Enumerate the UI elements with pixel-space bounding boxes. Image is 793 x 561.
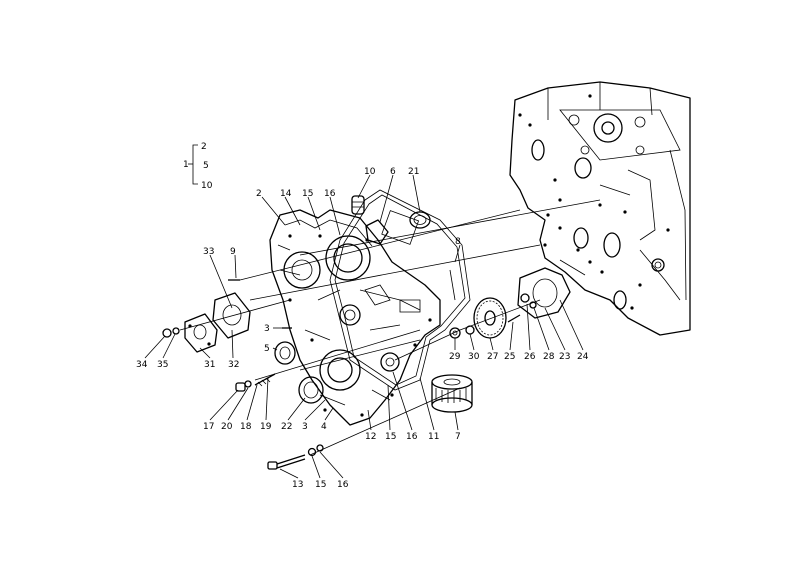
callout-label: 14 xyxy=(280,189,292,199)
callout-label: 16 xyxy=(324,189,336,199)
callout-label: 15 xyxy=(302,189,313,199)
callout-labels: 1 2 5 10 2 14 15 16 10 6 21 9 33 3 5 34 … xyxy=(136,142,589,490)
group-callout-item: 10 xyxy=(201,181,213,191)
callout-label: 23 xyxy=(559,352,570,362)
callout-label: 12 xyxy=(365,432,376,442)
assembly-lines xyxy=(179,199,601,456)
callout-label: 19 xyxy=(260,422,272,432)
callout-label: 11 xyxy=(428,432,439,442)
callout-label: 25 xyxy=(504,352,515,362)
oil-filter xyxy=(431,374,473,413)
callout-label: 34 xyxy=(136,360,148,370)
callout-label: 20 xyxy=(221,422,233,432)
callout-label: 17 xyxy=(203,422,214,432)
callout-label: 24 xyxy=(577,352,589,362)
block-bolt-holes xyxy=(518,94,670,310)
gasket xyxy=(329,189,471,391)
gear xyxy=(449,297,507,339)
callout-label: 8 xyxy=(455,237,461,247)
callout-label: 35 xyxy=(157,360,168,370)
timing-cover xyxy=(269,209,441,426)
group-bracket xyxy=(188,144,198,185)
leader-lines xyxy=(144,174,584,479)
callout-label: 10 xyxy=(364,167,376,177)
callout-label: 27 xyxy=(487,352,498,362)
callout-label: 15 xyxy=(315,480,326,490)
long-bolt xyxy=(267,444,324,470)
callout-label: 6 xyxy=(390,167,396,177)
callout-label: 9 xyxy=(230,247,236,257)
callout-label: 3 xyxy=(264,324,270,334)
callout-label: 30 xyxy=(468,352,480,362)
group-callout-item: 2 xyxy=(201,142,207,152)
group-callout-item: 5 xyxy=(203,161,209,171)
callout-label: 3 xyxy=(302,422,308,432)
callout-label: 16 xyxy=(337,480,349,490)
callout-label: 18 xyxy=(240,422,252,432)
callout-label: 16 xyxy=(406,432,418,442)
callout-label: 7 xyxy=(455,432,461,442)
callout-label: 4 xyxy=(321,422,327,432)
oil-pump xyxy=(507,267,571,323)
callout-label: 29 xyxy=(449,352,461,362)
group-callout-root: 1 xyxy=(183,160,189,170)
engine-block xyxy=(509,81,691,336)
callout-label: 5 xyxy=(264,344,270,354)
callout-label: 28 xyxy=(543,352,555,362)
callout-label: 21 xyxy=(408,167,419,177)
water-outlet xyxy=(351,195,389,245)
cover-plate xyxy=(184,292,251,353)
callout-label: 2 xyxy=(256,189,262,199)
cover-bolt-holes xyxy=(288,234,432,417)
seal-ring xyxy=(409,211,431,229)
callout-label: 32 xyxy=(228,360,239,370)
callout-label: 13 xyxy=(292,480,303,490)
callout-label: 26 xyxy=(524,352,536,362)
callout-label: 33 xyxy=(203,247,214,257)
small-parts-left xyxy=(162,279,324,404)
callout-label: 15 xyxy=(385,432,396,442)
callout-label: 31 xyxy=(204,360,215,370)
callout-label: 22 xyxy=(281,422,292,432)
